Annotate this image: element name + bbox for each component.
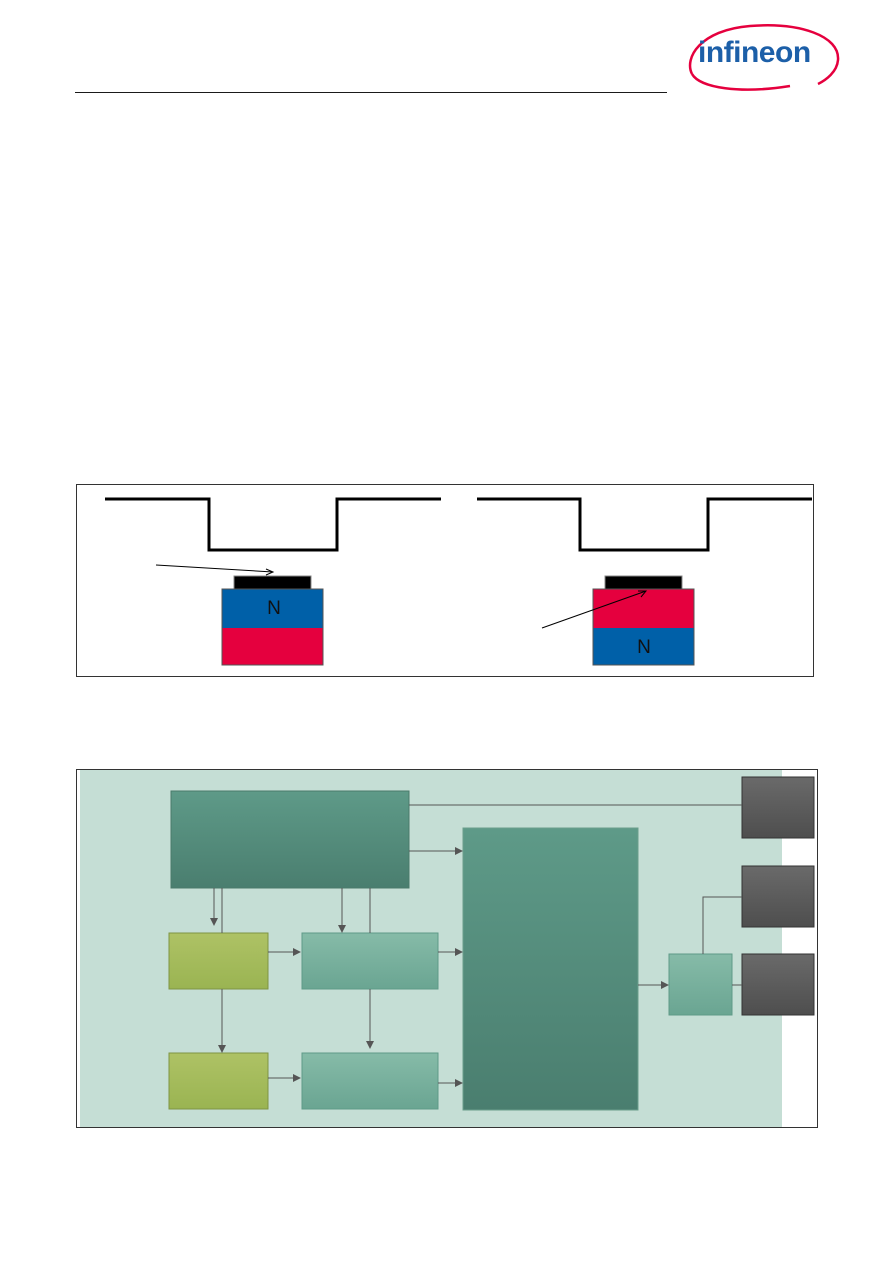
infineon-logo: infineon: [680, 22, 845, 94]
output-to-pin2-line: [702, 896, 742, 954]
mid-block-upper: [301, 932, 439, 990]
yellow-block-upper: [168, 932, 269, 990]
pin-block-1: [741, 776, 815, 839]
pin-block-2: [741, 865, 815, 928]
left-magnet-north: [222, 589, 323, 628]
right-output-waveform: [477, 497, 812, 552]
top-block: [170, 790, 410, 889]
right-magnet-north: [593, 628, 694, 665]
block-diagram: [76, 769, 818, 1128]
left-pointer-arrow: [155, 564, 274, 573]
main-block: [462, 827, 639, 1111]
yellow-block-lower: [168, 1052, 269, 1110]
magnet-figure: N N: [76, 484, 814, 677]
right-pointer-arrow: [541, 590, 647, 629]
logo-swoosh-icon: [688, 24, 840, 91]
block-diagram-drawing: [80, 770, 815, 1127]
magnet-figure-drawing: [105, 497, 812, 666]
left-north-pole-label: N: [267, 598, 281, 619]
right-sensor-chip: [604, 575, 683, 590]
right-north-pole-label: N: [637, 637, 651, 658]
pin-block-3: [741, 953, 815, 1016]
left-magnet-south: [222, 628, 323, 665]
right-magnet-south: [593, 589, 694, 628]
left-sensor-chip: [233, 575, 312, 590]
output-block: [668, 953, 733, 1016]
header-rule: [75, 92, 667, 93]
logo-wordmark: infineon: [698, 36, 811, 69]
mid-block-lower: [301, 1052, 439, 1110]
left-output-waveform: [105, 497, 441, 552]
